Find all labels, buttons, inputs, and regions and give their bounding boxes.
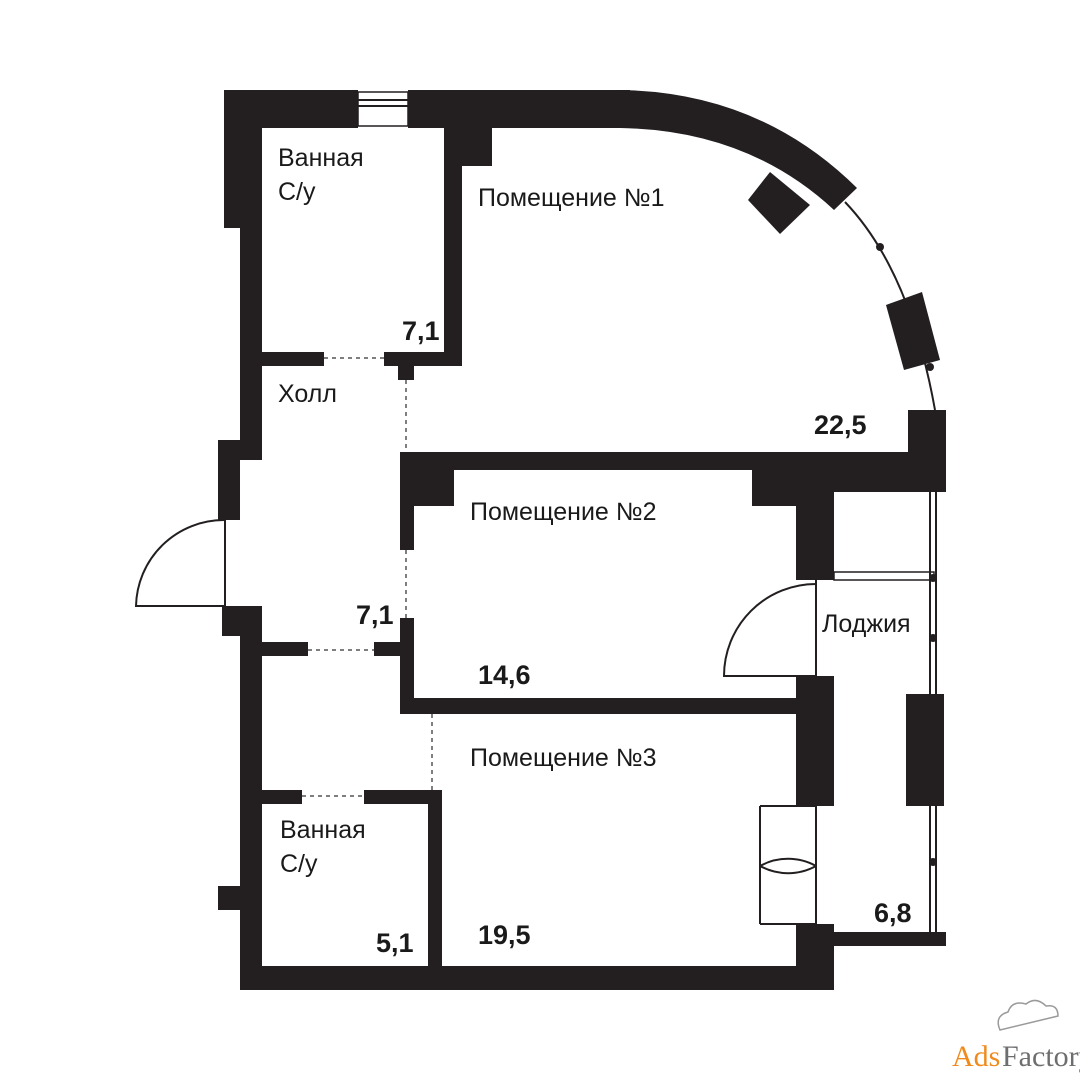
bath1-area: 7,1 — [402, 316, 440, 346]
wall-left-lower3 — [218, 886, 240, 910]
wall-bath1-right — [444, 128, 462, 366]
room3-name: Помещение №3 — [470, 744, 657, 772]
wall-pillar-curve — [748, 172, 810, 234]
window-loggia — [833, 571, 935, 581]
wall-left-lower2 — [240, 606, 262, 990]
door-room3-arc-bottom — [759, 857, 817, 925]
bath2-name-line2: С/у — [280, 850, 318, 878]
wall-pillar-curve-2 — [886, 292, 940, 370]
room2-area: 14,6 — [478, 660, 531, 690]
outer-walls — [134, 90, 940, 990]
wall-loggia-pillar — [906, 694, 944, 806]
wall-top-mid — [408, 90, 630, 128]
wall-hall-corridor-left — [262, 642, 308, 656]
watermark-part2: Factory — [1002, 1040, 1080, 1073]
watermark-logo: Ads Factory — [952, 999, 1080, 1073]
wall-right-lower — [796, 924, 834, 990]
wall-bottom — [240, 966, 834, 990]
wall-room2-left-lower — [400, 618, 414, 714]
window-top — [357, 91, 409, 127]
room2-name: Помещение №2 — [470, 498, 657, 526]
wall-bath2-top-right — [364, 790, 440, 804]
wall-room2-bottom — [400, 698, 800, 714]
wall-left-mid — [218, 440, 240, 520]
entrance-door-arc — [134, 519, 225, 607]
wall-bath1-bottom-left — [262, 352, 324, 366]
watermark-part1: Ads — [952, 1040, 1000, 1073]
wall-room2-left-upper — [400, 452, 414, 550]
wall-left-upper — [240, 90, 262, 440]
wall-bath1-corner — [460, 128, 492, 166]
bath2-area: 5,1 — [376, 928, 414, 958]
wall-hall-corridor-right — [374, 642, 400, 656]
wall-hall-stub — [398, 366, 414, 380]
loggia-name: Лоджия — [822, 610, 911, 638]
wall-bath2-right — [428, 790, 442, 966]
wall-room2-corner — [414, 470, 454, 506]
wall-pillar-right2 — [834, 470, 946, 492]
room-labels: Ванная С/у 7,1 Помещение №1 22,5 Холл 7,… — [278, 144, 912, 958]
wall-bath1-bottom-right — [384, 352, 462, 366]
room1-name: Помещение №1 — [478, 184, 665, 212]
cloud-icon — [997, 999, 1059, 1031]
wall-room3-right-upper — [796, 676, 834, 806]
hall-area: 7,1 — [356, 600, 394, 630]
wall-room1-room2 — [400, 452, 940, 470]
hall-name: Холл — [278, 380, 337, 408]
wall-left-mid2 — [240, 440, 262, 460]
room3-area: 19,5 — [478, 920, 531, 950]
wall-left-upper-stub — [224, 90, 240, 228]
wall-bath2-top-left — [262, 790, 302, 804]
bath1-name-line1: Ванная — [278, 144, 364, 172]
bath1-name-line2: С/у — [278, 178, 316, 206]
interior-walls — [262, 128, 946, 966]
wall-loggia-bottom — [834, 932, 946, 946]
loggia-area: 6,8 — [874, 898, 912, 928]
door-loggia-arc — [722, 583, 817, 677]
wall-curved — [620, 90, 857, 210]
room1-area: 22,5 — [814, 410, 867, 440]
bath2-name-line1: Ванная — [280, 816, 366, 844]
wall-room2-right — [796, 470, 834, 580]
window-curved — [844, 201, 936, 411]
